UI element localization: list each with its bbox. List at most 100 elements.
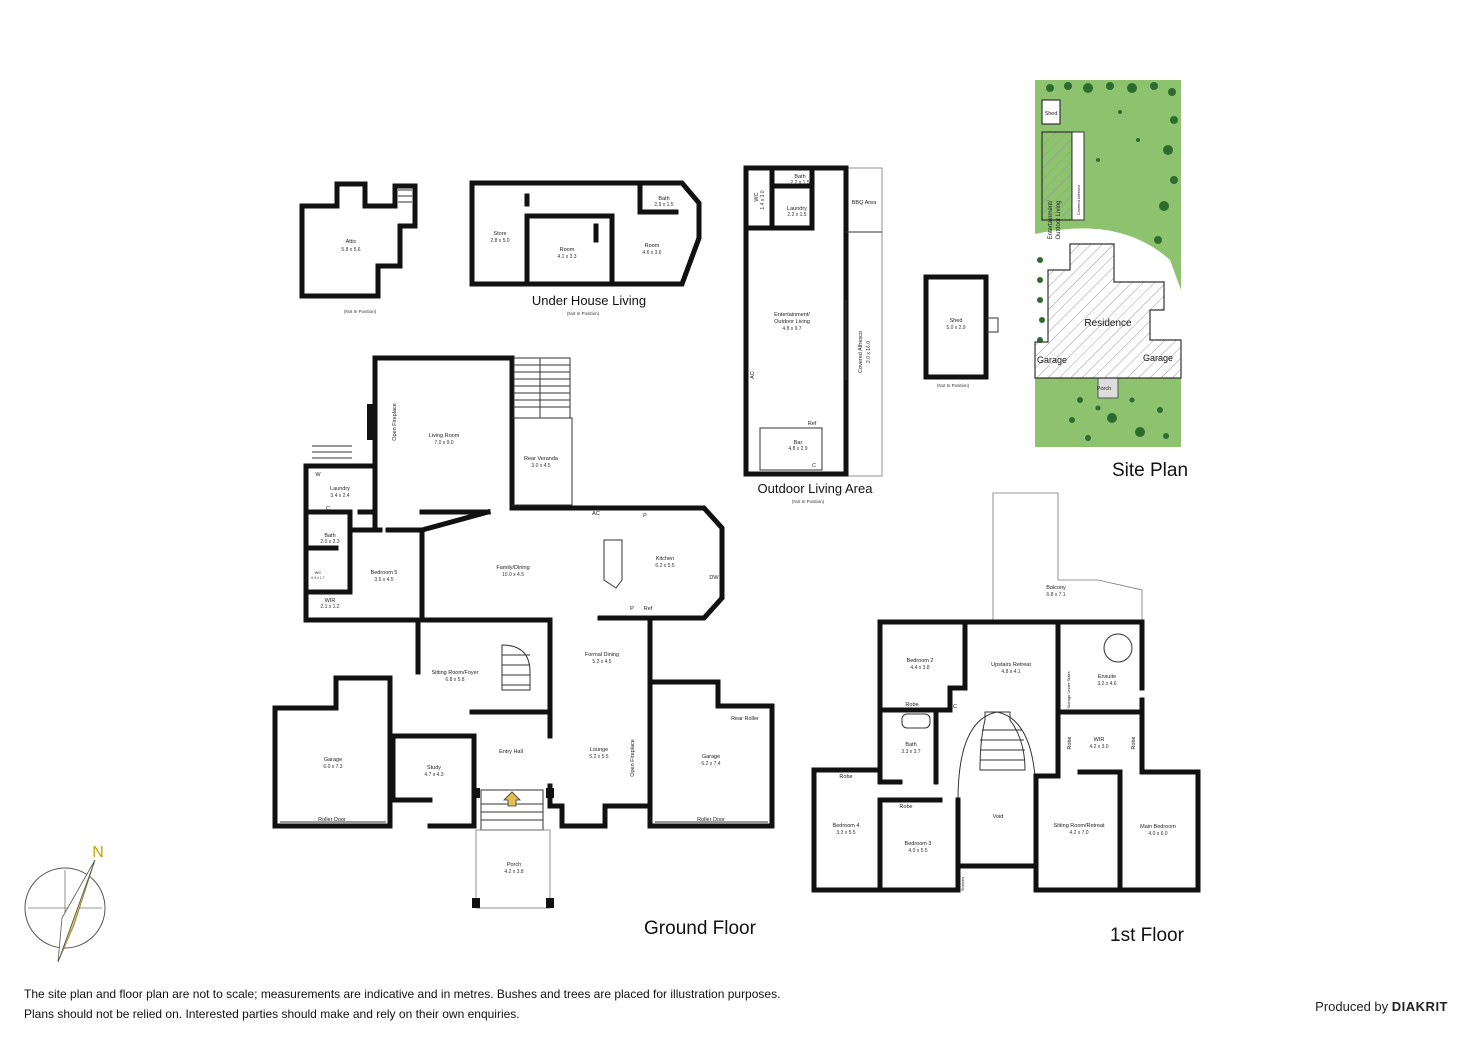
first-robe-bed4: Robe bbox=[839, 774, 852, 780]
ground-formal-dining-dim: 5.2 x 4.5 bbox=[592, 659, 611, 665]
ground-p-label-a: P bbox=[643, 513, 647, 519]
ground-laundry-dim: 3.4 x 2.4 bbox=[330, 493, 349, 499]
site-garage-right-label: Garage bbox=[1143, 353, 1173, 363]
attic-not-in-position: (Not In Position) bbox=[344, 309, 377, 314]
ground-garage-right-name: Garage bbox=[702, 754, 720, 760]
ground-study-name: Study bbox=[427, 765, 441, 771]
outdoor-bbq-name: BBQ Area bbox=[852, 200, 877, 206]
under-house-bath-name: Bath bbox=[658, 196, 669, 202]
first-bedroom4-name: Bedroom 4 bbox=[833, 823, 860, 829]
under-house-room-b-name: Room bbox=[645, 243, 660, 249]
site-plan: Shed Entertainment/ Outdoor Living Cover… bbox=[1034, 80, 1188, 481]
site-plan-title: Site Plan bbox=[1112, 460, 1188, 481]
under-house-store-dim: 2.8 x 5.0 bbox=[490, 238, 509, 244]
under-house-room-a-dim: 4.1 x 3.3 bbox=[557, 254, 576, 260]
under-house-plan: Store 2.8 x 5.0 Room 4.1 x 3.3 Room 4.6 … bbox=[469, 180, 702, 316]
ground-garage-left-dim: 6.0 x 7.3 bbox=[323, 764, 342, 770]
outdoor-living-title: Outdoor Living Area bbox=[758, 481, 874, 496]
first-sitting-retreat-name: Sitting Room/Retreat bbox=[1053, 823, 1105, 829]
first-robe-bed3: Robe bbox=[899, 804, 912, 810]
ground-roller-door-left: Roller Door bbox=[318, 817, 346, 823]
site-residence-label: Residence bbox=[1084, 318, 1132, 329]
ground-bedroom5-name: Bedroom 5 bbox=[371, 570, 398, 576]
first-robe-wir-left: Robe bbox=[1067, 736, 1073, 749]
ground-lounge-name: Lounge bbox=[590, 747, 608, 753]
ground-living-room-dim: 7.0 x 9.0 bbox=[434, 440, 453, 446]
first-wir-name: WIR bbox=[1094, 737, 1105, 743]
ground-family-dining-dim: 10.0 x 4.5 bbox=[502, 572, 524, 578]
site-garage-left-label: Garage bbox=[1037, 355, 1067, 365]
first-robe-bed2: Robe bbox=[905, 702, 918, 708]
first-bedroom2-dim: 4.4 x 3.8 bbox=[910, 665, 929, 671]
attic-room-dim: 5.8 x 5.6 bbox=[341, 247, 360, 253]
first-sitting-retreat-dim: 4.2 x 7.0 bbox=[1069, 830, 1088, 836]
under-house-store-name: Store bbox=[493, 231, 506, 237]
outdoor-wc-name: WC bbox=[754, 192, 760, 201]
under-house-title: Under House Living bbox=[532, 293, 646, 308]
first-ensuite-dim: 3.2 x 4.6 bbox=[1097, 681, 1116, 687]
shed-dim: 5.0 x 2.9 bbox=[946, 325, 965, 331]
ground-garage-left-name: Garage bbox=[324, 757, 342, 763]
ground-bath-dim: 2.0 x 2.3 bbox=[320, 539, 339, 545]
first-robe-wir-right: Robe bbox=[1131, 736, 1137, 749]
shed-name: Shed bbox=[950, 318, 963, 324]
under-house-room-b-dim: 4.6 x 3.6 bbox=[642, 250, 661, 256]
outdoor-ac-label: AC bbox=[750, 371, 756, 379]
outdoor-bar-dim: 4.8 x 2.9 bbox=[788, 446, 807, 452]
ground-entry-hall-name: Entry Hall bbox=[499, 749, 523, 755]
site-entertainment-label: Entertainment/ bbox=[1048, 200, 1054, 239]
north-compass-icon: N bbox=[24, 844, 106, 963]
outdoor-laundry-name: Laundry bbox=[787, 206, 807, 212]
first-floor-plan: Balcony 6.8 x 7.1 Bedroom 2 4.4 x 3.8 Up… bbox=[811, 492, 1201, 946]
outdoor-wc-dim: 1.4 x 3.0 bbox=[760, 190, 766, 209]
credit-brand: DIAKRIT bbox=[1391, 999, 1448, 1014]
ground-w-label: W bbox=[315, 472, 321, 478]
ground-lounge-dim: 5.2 x 5.5 bbox=[589, 754, 608, 760]
outdoor-living-dim: 4.8 x 9.7 bbox=[782, 326, 801, 332]
ground-dw-label: DW bbox=[709, 575, 719, 581]
first-ensuite-name: Ensuite bbox=[1098, 674, 1116, 680]
ground-kitchen-name: Kitchen bbox=[656, 556, 674, 562]
ground-laundry-name: Laundry bbox=[330, 486, 350, 492]
produced-by-credit: Produced by DIAKRIT bbox=[1315, 999, 1448, 1014]
first-bedroom3-name: Bedroom 3 bbox=[905, 841, 932, 847]
first-c-label: C bbox=[953, 704, 957, 710]
outdoor-alfresco-name: Covered Alfresco bbox=[858, 331, 864, 373]
first-bath-dim: 3.3 x 3.7 bbox=[901, 749, 920, 755]
under-house-room-a-name: Room bbox=[560, 247, 575, 253]
outdoor-not-in-position: (Not In Position) bbox=[792, 499, 825, 504]
disclaimer-line-1: The site plan and floor plan are not to … bbox=[24, 987, 781, 1001]
ground-study-dim: 4.7 x 4.3 bbox=[424, 772, 443, 778]
outdoor-bath-name: Bath bbox=[794, 174, 805, 180]
site-outdoor-living-label: Outdoor Living bbox=[1056, 200, 1062, 239]
ground-wc-dim: 0.9 x 1.7 bbox=[311, 576, 324, 580]
outdoor-bar-name: Bar bbox=[794, 440, 803, 446]
ground-floor-plan: Living Room 7.0 x 9.0 Open Fireplace Rea… bbox=[272, 355, 775, 939]
ground-c-label: C bbox=[326, 506, 330, 512]
site-covered-alfresco-label: Covered Alfresco bbox=[1076, 184, 1081, 215]
ground-porch-name: Porch bbox=[507, 862, 521, 868]
ground-rear-veranda-dim: 3.0 x 4.5 bbox=[531, 463, 550, 469]
shed-plan: Shed 5.0 x 2.9 (Not In Position) bbox=[923, 274, 999, 388]
first-upstairs-retreat-dim: 4.8 x 4.1 bbox=[1001, 669, 1020, 675]
ground-roller-door-right: Roller Door bbox=[697, 817, 725, 823]
outdoor-ref-label: Ref bbox=[808, 421, 817, 427]
first-balcony-dim: 6.8 x 7.1 bbox=[1046, 592, 1065, 598]
first-bedroom3-dim: 4.0 x 5.5 bbox=[908, 848, 927, 854]
outdoor-alfresco-dim: 2.0 x 16.0 bbox=[866, 341, 872, 363]
under-house-not-in-position: (Not In Position) bbox=[567, 311, 600, 316]
first-floor-title: 1st Floor bbox=[1110, 925, 1185, 946]
ground-open-fireplace-b: Open Fireplace bbox=[630, 739, 636, 777]
first-shelves-label: Shelves bbox=[960, 877, 965, 891]
ground-formal-dining-name: Formal Dining bbox=[585, 652, 619, 658]
first-main-bedroom-dim: 4.0 x 6.0 bbox=[1148, 831, 1167, 837]
first-bath-name: Bath bbox=[905, 742, 916, 748]
ground-ref-label: Ref bbox=[644, 606, 653, 612]
first-bedroom2-name: Bedroom 2 bbox=[907, 658, 934, 664]
ground-sitting-foyer-name: Sitting Room/Foyer bbox=[431, 670, 478, 676]
first-bedroom4-dim: 3.3 x 5.5 bbox=[836, 830, 855, 836]
credit-prefix: Produced by bbox=[1315, 999, 1389, 1014]
outdoor-c-label: C bbox=[812, 463, 816, 469]
ground-p-label-b: P bbox=[630, 606, 634, 612]
